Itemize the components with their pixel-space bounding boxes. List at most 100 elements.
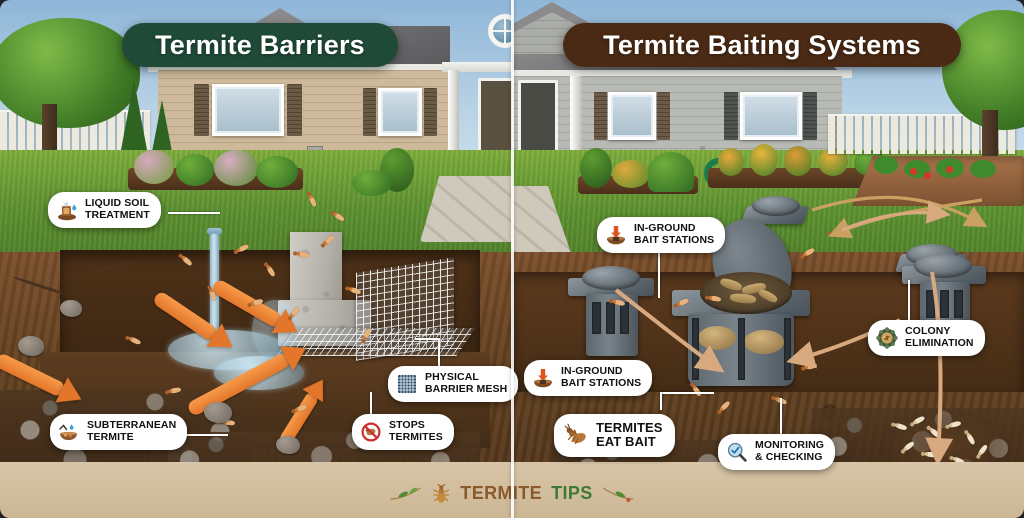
callout-monitoring-checking[interactable]: MONITORING & CHECKING	[718, 434, 836, 470]
panel-divider	[511, 0, 514, 518]
callout-label: PHYSICAL BARRIER MESH	[425, 371, 508, 395]
flowering-plant	[718, 148, 744, 176]
shutter-left	[363, 88, 376, 136]
tomato-fruit	[924, 172, 931, 179]
no-termite-prohibition-icon	[360, 421, 382, 443]
leader-line	[370, 392, 372, 414]
shrub	[352, 170, 392, 196]
callout-label: TERMITES EAT BAIT	[596, 420, 663, 450]
station-lid-disc	[914, 254, 972, 278]
rock	[60, 300, 82, 317]
termite-icon	[563, 422, 589, 448]
shutter-right	[657, 92, 670, 140]
shutter-right	[803, 92, 817, 140]
callout-label: STOPS TERMITES	[389, 419, 443, 443]
callout-label: COLONY ELIMINATION	[905, 325, 974, 349]
rock	[18, 336, 44, 356]
callout-label: IN-GROUND BAIT STATIONS	[561, 365, 642, 389]
mesh-grid-icon	[396, 373, 418, 395]
shutter-left	[724, 92, 738, 140]
station-slot	[940, 290, 949, 318]
watermark-word-1: TERMITE	[460, 483, 543, 503]
leader-line	[438, 338, 440, 368]
leader-line	[908, 280, 910, 320]
callout-label: SUBTERRANEAN TERMITE	[87, 419, 177, 443]
panel-title-left: Termite Barriers	[155, 29, 365, 60]
window-secondary	[378, 88, 422, 136]
station-slot	[606, 302, 615, 334]
shade-tree-canopy	[0, 18, 140, 128]
rock	[276, 436, 300, 454]
station-inner-bait	[744, 330, 784, 354]
tomato-fruit	[910, 168, 917, 175]
round-attic-window	[488, 14, 512, 48]
bait-station-arrow-icon	[605, 224, 627, 246]
callout-label: LIQUID SOIL TREATMENT	[85, 197, 150, 221]
callout-colony-elimination[interactable]: COLONY ELIMINATION	[868, 320, 985, 356]
leader-line	[780, 398, 782, 434]
window-main	[212, 84, 284, 136]
shutter-left	[594, 92, 607, 140]
station-slot	[926, 290, 935, 318]
magnifier-check-icon	[726, 441, 748, 463]
flowering-plant	[784, 146, 812, 176]
porch-roof	[442, 62, 512, 72]
window-panes	[613, 97, 651, 135]
callout-label: MONITORING & CHECKING	[755, 439, 825, 463]
leaf-sprig-icon-right	[602, 485, 636, 503]
flow-arrow-group[interactable]	[512, 190, 1024, 518]
window-panes	[383, 93, 417, 131]
shrub	[134, 150, 174, 184]
callout-in-ground-bait-stations-top[interactable]: IN-GROUND BAIT STATIONS	[597, 217, 726, 253]
leaf-sprig-icon	[388, 485, 422, 503]
vegetable-plant	[970, 160, 996, 178]
panel-title-right: Termite Baiting Systems	[603, 29, 921, 60]
flowering-plant	[750, 144, 778, 176]
callout-subterranean-termite[interactable]: SUBTERRANEAN TERMITE	[50, 414, 188, 450]
roof-eave	[512, 70, 852, 78]
leader-line	[415, 338, 439, 340]
injector-cap	[207, 228, 222, 235]
station-slot	[592, 302, 601, 334]
rock	[204, 402, 232, 423]
bait-station-arrow-icon	[532, 367, 554, 389]
window-right	[740, 92, 802, 140]
station-slot	[738, 318, 745, 380]
callout-liquid-soil-treatment[interactable]: LIQUID SOIL TREATMENT	[48, 192, 161, 228]
tomato-fruit	[946, 166, 953, 173]
callout-stops-termites[interactable]: STOPS TERMITES	[352, 414, 454, 450]
window-panes	[217, 89, 279, 131]
termite-mark-icon	[431, 483, 451, 504]
leader-line	[660, 392, 662, 410]
leader-line	[182, 434, 228, 436]
shutter-left	[194, 84, 209, 136]
banner-left-title: Termite Barriers	[122, 23, 398, 67]
station-lid-disc	[582, 266, 640, 290]
watermark-word-2: TIPS	[551, 483, 593, 503]
shrub	[176, 154, 214, 186]
shutter-right	[424, 88, 437, 136]
spray-bottle-droplet-icon	[56, 199, 78, 221]
callout-physical-barrier-mesh[interactable]: PHYSICAL BARRIER MESH	[388, 366, 519, 402]
leader-line	[168, 212, 220, 214]
roof-eave	[148, 64, 460, 72]
banner-right-title: Termite Baiting Systems	[563, 23, 961, 67]
window-left	[608, 92, 656, 140]
station-slot	[620, 302, 629, 334]
porch-column-left	[448, 70, 459, 190]
station-lid-disc	[752, 196, 800, 216]
shrub	[214, 150, 258, 186]
leader-line	[658, 250, 660, 298]
callout-termites-eat-bait[interactable]: TERMITES EAT BAIT	[554, 414, 675, 457]
callout-in-ground-bait-stations-lower[interactable]: IN-GROUND BAIT STATIONS	[524, 360, 653, 396]
shrub	[256, 156, 298, 188]
watermark-logo: TERMITE TIPS	[388, 483, 635, 504]
window-panes	[745, 97, 797, 135]
vegetable-plant	[874, 156, 898, 174]
callout-label: IN-GROUND BAIT STATIONS	[634, 222, 715, 246]
station-slot	[954, 290, 963, 318]
colony-nest-icon	[876, 327, 898, 349]
shrub	[612, 160, 650, 188]
termite-soil-icon	[58, 421, 80, 443]
